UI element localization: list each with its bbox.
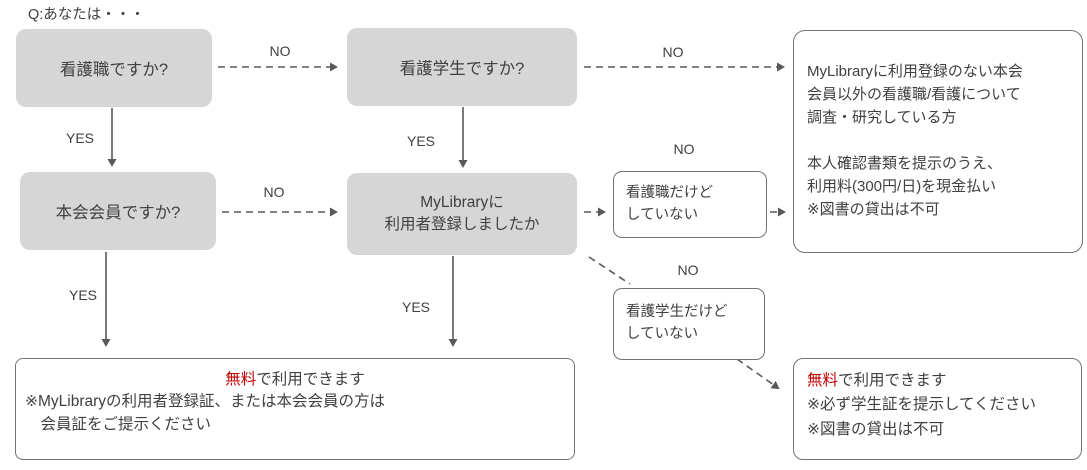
connector-mylibrary-no-student	[588, 256, 631, 285]
edge-label-no-member: NO	[263, 184, 285, 200]
connector-student-unregistered-to-free	[736, 358, 780, 390]
free-student-note: ※必ず学生証を提示してください ※図書の貸出は不可	[807, 396, 1037, 438]
node-nurse-unregistered-label: 看護職だけど していない	[626, 184, 713, 223]
node-member-question-label: 本会会員ですか?	[55, 204, 181, 222]
guest-info-paragraph1: MyLibraryに利用登録のない本会 会員以外の看護職/看護について 調査・研…	[807, 63, 1023, 127]
free-student-headline: 無料で利用できます	[807, 369, 1068, 393]
free-member-highlight: 無料	[225, 371, 257, 388]
node-student-question: 看護学生ですか?	[347, 28, 577, 106]
node-guest-info: MyLibraryに利用登録のない本会 会員以外の看護職/看護について 調査・研…	[793, 30, 1083, 253]
node-free-student: 無料で利用できます ※必ず学生証を提示してください ※図書の貸出は不可	[793, 358, 1082, 460]
guest-info-paragraph2: 本人確認書類を提示のうえ、 利用料(300円/日)を現金払い ※図書の貸出は不可	[807, 155, 1003, 218]
question-title: Q:あなたは・・・	[28, 7, 145, 23]
edge-label-yes-member: YES	[68, 287, 97, 303]
edge-label-yes-mylibrary: YES	[401, 299, 430, 315]
edge-label-no-mylibrary-nurse: NO	[673, 141, 695, 157]
edge-label-no-nurse: NO	[269, 43, 291, 59]
edge-label-no-student: NO	[662, 44, 684, 60]
node-mylibrary-question-label: MyLibraryに 利用者登録しましたか	[384, 194, 540, 233]
node-nurse-question: 看護職ですか?	[16, 29, 212, 107]
node-nurse-unregistered: 看護職だけど していない	[613, 171, 767, 238]
node-student-unregistered-label: 看護学生だけど していない	[626, 304, 728, 342]
free-student-highlight: 無料	[807, 372, 839, 389]
node-student-question-label: 看護学生ですか?	[399, 60, 525, 78]
edge-label-yes-student: YES	[406, 133, 435, 149]
edge-label-no-mylibrary-student: NO	[677, 262, 699, 278]
free-student-headline-rest: で利用できます	[838, 372, 947, 389]
node-nurse-question-label: 看護職ですか?	[59, 61, 169, 79]
node-mylibrary-question: MyLibraryに 利用者登録しましたか	[347, 173, 577, 255]
free-member-headline-rest: で利用できます	[256, 371, 365, 388]
node-member-question: 本会会員ですか?	[20, 172, 216, 250]
node-free-member: 無料で利用できます ※MyLibraryの利用者登録証、または本会会員の方は 会…	[15, 358, 575, 460]
free-member-headline: 無料で利用できます	[16, 369, 574, 391]
edge-label-yes-nurse: YES	[65, 130, 94, 146]
node-student-unregistered: 看護学生だけど していない	[613, 288, 765, 360]
free-member-note: ※MyLibraryの利用者登録証、または本会会員の方は 会員証をご提示ください	[25, 393, 386, 433]
